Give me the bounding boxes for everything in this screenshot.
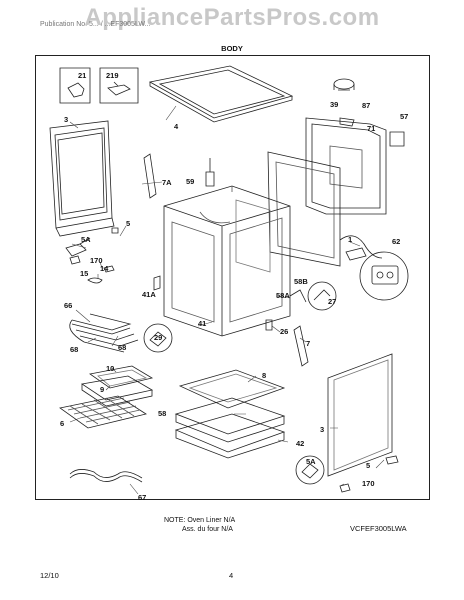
label-57: 57	[400, 112, 409, 121]
label-62: 62	[392, 237, 401, 246]
back-panel	[306, 118, 386, 214]
part-26	[266, 320, 272, 330]
part-57	[390, 132, 404, 146]
label-68-right: 68	[118, 343, 127, 352]
part-219-box	[100, 68, 138, 103]
note-line-1: NOTE: Oven Liner N/A	[164, 517, 236, 524]
label-67: 67	[138, 493, 147, 502]
watermark: AppliancePartsPros.com	[84, 4, 380, 31]
inner-back	[268, 152, 340, 266]
part-39	[334, 79, 354, 89]
part-8-oven-bottom	[180, 370, 284, 408]
part-7	[294, 326, 308, 366]
label-87: 87	[362, 101, 371, 110]
oven-body	[164, 186, 290, 336]
label-21: 21	[78, 71, 87, 80]
part-14	[104, 266, 114, 272]
part-10-broiler-insert	[90, 366, 152, 388]
diagram-title: BODY	[221, 44, 243, 53]
label-58: 58	[158, 409, 167, 418]
part-5A-detail	[296, 456, 324, 484]
label-7A: 7A	[162, 178, 172, 187]
diagram-frame	[35, 55, 430, 500]
label-29: 29	[154, 333, 163, 342]
part-29-detail	[144, 324, 172, 352]
label-41A: 41A	[142, 290, 156, 299]
label-39: 39	[330, 100, 339, 109]
label-26: 26	[280, 327, 289, 336]
part-5-170-hardware	[340, 456, 398, 492]
label-5-top: 5	[126, 219, 131, 228]
label-8: 8	[262, 371, 267, 380]
top-panel	[150, 66, 292, 118]
part-27-detail	[308, 282, 336, 310]
header-text: Publication No. 5... / ...EF3005LW...	[40, 21, 151, 28]
label-58A: 58A	[276, 291, 290, 300]
model-code: VCFEF3005LWA	[350, 524, 407, 533]
label-5A-bottom: 5A	[306, 457, 316, 466]
part-41A	[154, 276, 160, 290]
label-42: 42	[296, 439, 305, 448]
label-27: 27	[328, 297, 337, 306]
label-5A-top: 5A	[81, 235, 91, 244]
label-3-door: 3	[64, 115, 69, 124]
note-line-2: Ass. du four N/A	[182, 526, 233, 533]
label-7: 7	[306, 339, 311, 348]
label-14: 14	[100, 264, 109, 273]
label-68-left: 68	[70, 345, 79, 354]
label-58B: 58B	[294, 277, 308, 286]
label-4: 4	[174, 122, 179, 131]
label-170-top: 170	[90, 256, 103, 265]
part-15-igniter	[88, 278, 102, 283]
wire-harness	[340, 236, 382, 258]
label-66: 66	[64, 301, 73, 310]
label-15: 15	[80, 269, 89, 278]
part-87	[340, 118, 354, 126]
label-41: 41	[198, 319, 207, 328]
part-59	[206, 172, 214, 186]
part-170-screw	[70, 256, 80, 264]
part-58A	[290, 290, 306, 302]
label-10: 10	[106, 364, 115, 373]
part-66-element	[72, 314, 138, 352]
label-3-side: 3	[320, 425, 325, 434]
part-5A-hinge	[66, 238, 90, 256]
part-7A	[144, 154, 156, 198]
label-6: 6	[60, 419, 65, 428]
part-5-screw	[112, 228, 118, 233]
label-9: 9	[100, 385, 105, 394]
part-6-oven-rack	[60, 396, 146, 428]
label-5-bottom: 5	[366, 461, 371, 470]
label-170-bottom: 170	[362, 479, 375, 488]
part-62-detail	[360, 252, 408, 300]
label-59: 59	[186, 177, 195, 186]
side-panel-right	[328, 354, 392, 476]
date: 12/10	[40, 571, 59, 580]
label-1: 1	[348, 235, 353, 244]
part-67-element	[70, 469, 142, 482]
label-219: 219	[106, 71, 119, 80]
part-21-box	[60, 68, 90, 103]
page-number: 4	[229, 571, 234, 580]
label-71: 71	[367, 124, 376, 133]
